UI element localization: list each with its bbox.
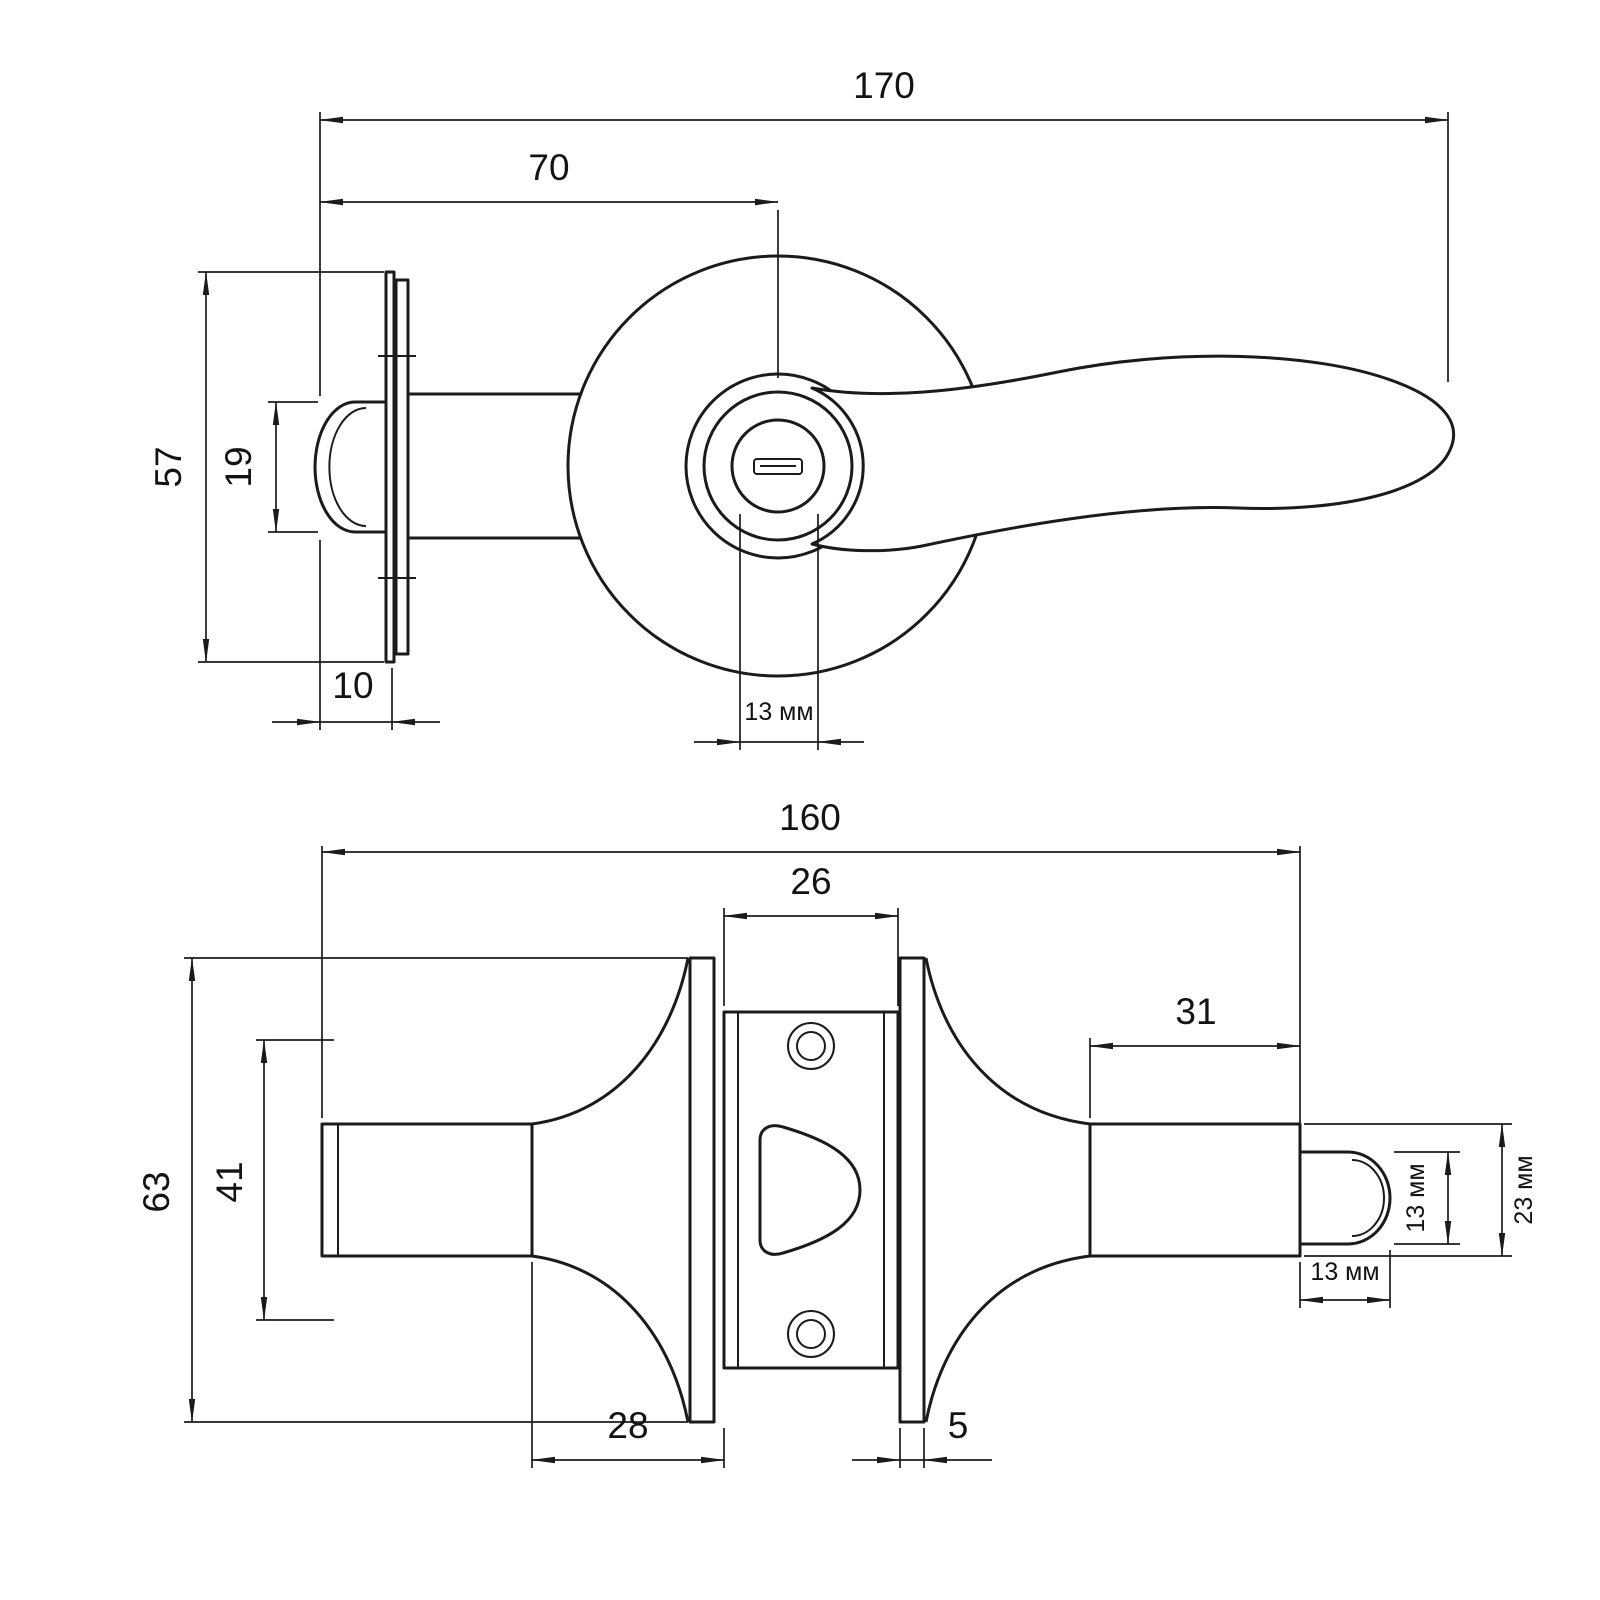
dim-bottom-case-width: 26 [723,861,899,1006]
dim-label-41: 41 [209,1161,250,1202]
faceplate-inner [394,278,410,656]
dim-top-backset: 70 [319,147,779,378]
dim-bottom-rose-diameter: 63 [136,957,688,1423]
dim-label-31: 31 [1175,991,1216,1032]
top-view-drawing [313,254,1456,678]
dim-label-13mm-length: 13 мм [1310,1258,1379,1286]
dim-label-13mm-slot: 13 мм [744,698,813,726]
latch-bolt-section [758,1124,862,1256]
right-rose-bottom-edge [924,1254,1091,1423]
dim-label-160: 160 [779,797,841,838]
left-rose-top-edge [531,957,690,1126]
right-rose-top-edge [924,957,1091,1126]
latch-case [722,1010,900,1370]
privacy-slot [753,458,803,475]
left-shank-tube [320,1122,534,1258]
dim-top-spindle-slot: 13 мм [694,514,864,750]
screw-hole-top-inner [796,1031,826,1061]
left-rose-plate [688,956,716,1424]
dim-label-23mm: 23 мм [1510,1155,1538,1224]
dim-label-19: 19 [218,446,259,487]
dim-bottom-left-rose-length: 28 [531,1262,725,1468]
faceplate-outer [384,270,396,664]
dim-bottom-overall-length: 160 [321,797,1301,1146]
spindle-end [1298,1150,1392,1246]
dim-label-70: 70 [528,147,569,188]
dim-bottom-end-diameter: 23 мм [1304,1123,1538,1257]
dim-bottom-spindle-length: 13 мм [1299,1250,1391,1308]
right-rose-plate [898,956,926,1424]
right-shank-tube [1088,1122,1302,1258]
dim-label-170: 170 [853,65,915,106]
left-rose-bottom-edge [531,1254,690,1423]
dim-bottom-spindle-width: 13 мм [1394,1151,1460,1245]
dim-label-28: 28 [607,1405,648,1446]
bottom-view: 160 26 31 63 41 [136,797,1538,1468]
dim-top-overall-length: 170 [319,65,1449,396]
dim-label-26: 26 [790,861,831,902]
top-view: 170 70 57 19 10 [148,65,1456,750]
dim-label-10: 10 [332,665,373,706]
dim-top-faceplate-width: 10 [272,540,440,730]
screw-hole-bottom-outer [787,1310,835,1358]
dim-top-faceplate-height: 57 [148,271,384,663]
dim-label-57: 57 [148,446,189,487]
latch-bolt-curve [328,407,367,527]
dim-top-bolt-height: 19 [218,401,318,533]
hub-ring-inner [702,390,854,542]
dim-bottom-right-shank: 31 [1089,991,1301,1118]
latch-bolt [313,400,390,534]
dim-bottom-inner-span: 41 [209,1039,334,1321]
dim-label-63: 63 [136,1171,177,1212]
spindle-end-curve [1351,1159,1385,1237]
screw-hole-top-outer [787,1022,835,1070]
lever-handle [810,354,1456,553]
screw-hole-bottom-inner [796,1319,826,1349]
bottom-view-drawing [320,956,1392,1424]
dim-label-13mm-width: 13 мм [1402,1163,1430,1232]
dim-bottom-plate-thickness: 5 [852,1405,992,1468]
dim-label-5: 5 [948,1405,969,1446]
